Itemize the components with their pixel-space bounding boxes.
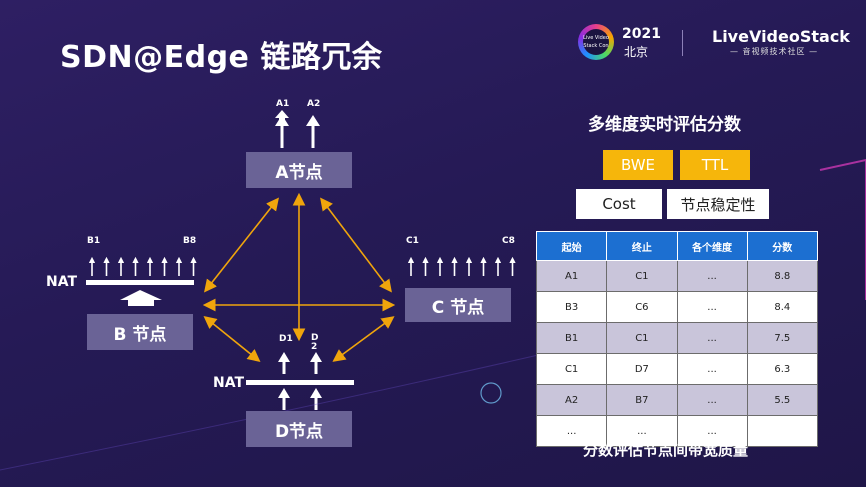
arrow-d2-head: [310, 352, 322, 362]
table-cell: 8.4: [746, 291, 819, 323]
table-cell: 5.5: [746, 384, 819, 416]
table-cell: B1: [535, 322, 608, 354]
table-cell: ...: [676, 384, 748, 416]
decor-streak: [0, 349, 561, 471]
table-cell: ...: [606, 415, 678, 447]
nat-bar-b: [86, 280, 194, 285]
brand-subtitle: — 音视频技术社区 —: [730, 47, 819, 56]
port-b-first-label: B1: [87, 236, 101, 246]
tag-cost: Cost: [576, 189, 662, 219]
arrow-a1-head: [275, 115, 289, 126]
panel-caption: 分数评估节点间带宽质量: [583, 441, 749, 459]
badge-text: Live Video Stack Con: [583, 29, 609, 55]
table-cell: 8.8: [746, 260, 819, 292]
port-a1-label: A1: [276, 99, 290, 109]
table-cell: A2: [535, 384, 608, 416]
table-cell: D7: [606, 353, 678, 385]
table-cell: ...: [676, 291, 748, 323]
panel-title: 多维度实时评估分数: [588, 115, 741, 135]
conference-year: 2021: [622, 26, 661, 42]
port-b-last-label: B8: [183, 236, 197, 246]
table-cell: C1: [606, 260, 678, 292]
table-cell: ...: [676, 260, 748, 292]
conference-logo: Live Video Stack Con 2021 北京 LiveVideoSt…: [578, 24, 850, 60]
link-c-d: [332, 316, 395, 362]
table-cell: B3: [535, 291, 608, 323]
port-d2-label: D 2: [311, 333, 319, 352]
decor-curve: [819, 158, 866, 300]
node-b: B 节点: [87, 314, 193, 350]
table-cell: 6.3: [746, 353, 819, 385]
arrow-dnat1-head: [278, 388, 290, 398]
table-cell: A1: [535, 260, 608, 292]
tag-node-stability: 节点稳定性: [667, 189, 769, 219]
table-cell: C1: [535, 353, 608, 385]
tag-bwe: BWE: [603, 150, 673, 180]
nat-label-d: NAT: [213, 375, 245, 391]
table-cell: 7.5: [746, 322, 819, 354]
table-cell: ...: [676, 322, 748, 354]
link-a-b: [204, 197, 279, 293]
livevideostackcon-badge-icon: Live Video Stack Con: [578, 24, 614, 60]
link-a-c: [320, 197, 392, 293]
col-header-dimensions: 各个维度: [676, 231, 748, 261]
port-c-last-label: C8: [502, 236, 515, 246]
nat-label-b: NAT: [46, 274, 78, 290]
nat-bar-d: [246, 380, 354, 385]
tag-ttl: TTL: [680, 150, 750, 180]
arrow-dnat2-head: [310, 388, 322, 398]
table-cell: C1: [606, 322, 678, 354]
table-cell: ...: [676, 415, 748, 447]
conference-city: 北京: [624, 45, 649, 59]
port-d1-label: D1: [279, 334, 293, 344]
score-table-header: 起始 终止 各个维度 分数: [535, 231, 819, 261]
decor-ring: [480, 382, 502, 404]
logo-divider: [682, 30, 683, 56]
nat-arrow-b: [120, 290, 162, 306]
table-cell: B7: [606, 384, 678, 416]
table-cell: C6: [606, 291, 678, 323]
table-row: .........: [535, 415, 819, 447]
table-cell: [746, 415, 819, 447]
port-c-first-label: C1: [406, 236, 419, 246]
node-d: D节点: [246, 411, 352, 447]
arrow-d1-head: [278, 352, 290, 362]
badge-line-1: Live Video: [583, 35, 609, 41]
col-header-score: 分数: [746, 231, 819, 261]
node-a: A节点: [246, 152, 352, 188]
badge-line-2: Stack Con: [583, 43, 609, 49]
table-cell: ...: [676, 353, 748, 385]
arrow-a2-head: [306, 115, 320, 126]
col-header-start: 起始: [535, 231, 608, 261]
slide-title: SDN@Edge 链路冗余: [60, 40, 383, 75]
port-a2-label: A2: [307, 99, 321, 109]
table-cell: ...: [535, 415, 608, 447]
node-c: C 节点: [405, 288, 511, 322]
col-header-end: 终止: [606, 231, 678, 261]
brand-name: LiveVideoStack: [712, 27, 850, 46]
link-b-d: [203, 315, 261, 363]
